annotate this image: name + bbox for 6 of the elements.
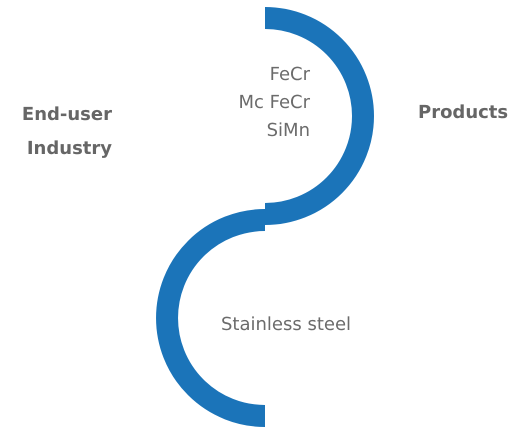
category-label: End-user Industry: [20, 103, 112, 161]
node-text: Mc FeCr: [238, 91, 310, 115]
category-label: Products: [418, 101, 510, 125]
node-text: FeCr: [270, 63, 310, 87]
node-text: Stainless steel: [221, 313, 352, 337]
node-text: SiMn: [266, 119, 310, 143]
